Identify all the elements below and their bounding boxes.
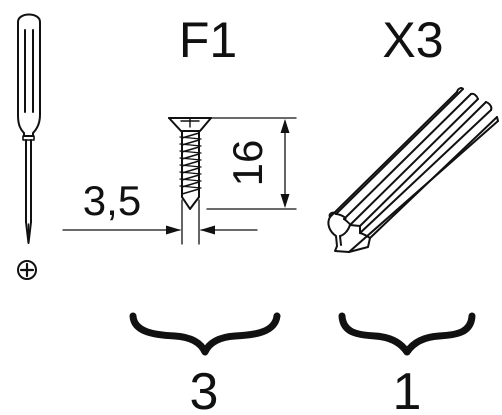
screw-code-label: F1 (179, 12, 237, 68)
countersunk-screw-icon (168, 117, 212, 210)
profile-quantity-label: 1 (393, 363, 422, 415)
profile-count-label: X3 (382, 12, 443, 68)
length-dimension (206, 117, 297, 210)
phillips-head-icon (17, 260, 37, 280)
brace-right-icon (338, 312, 476, 356)
diameter-dimension-arrows (166, 225, 215, 235)
brace-left-icon (129, 312, 281, 356)
screw-quantity-label: 3 (190, 363, 219, 415)
screw-diameter-label: 3,5 (83, 177, 141, 224)
screwdriver-icon (17, 13, 41, 244)
rail-profile-icon (327, 87, 499, 253)
screw-length-label: 16 (224, 140, 271, 187)
